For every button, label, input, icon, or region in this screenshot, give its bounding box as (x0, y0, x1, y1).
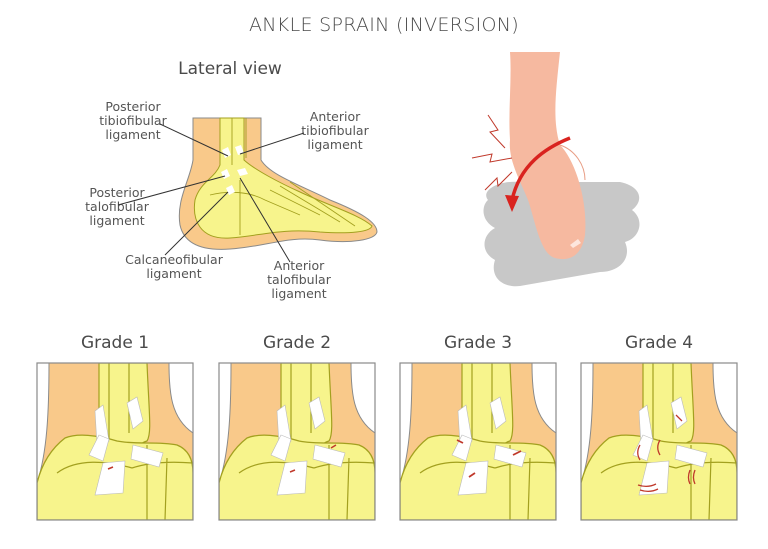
grade-1-panel (37, 363, 193, 520)
page-title: ANKLE SPRAIN (INVERSION) (249, 14, 519, 36)
grade-2-label: Grade 2 (262, 333, 332, 353)
lateral-view-subtitle: Lateral view (178, 59, 282, 79)
grade-3-panel (400, 363, 556, 520)
label-calcaneofibular: Calcaneofibular ligament (125, 252, 223, 281)
lateral-foot-illustration (117, 117, 378, 263)
grade-4-label: Grade 4 (624, 333, 694, 353)
label-posterior-tibiofibular: Posterior tibiofibular ligament (99, 99, 167, 142)
label-anterior-tibiofibular: Anterior tibiofibular ligament (301, 109, 369, 152)
grade-4-panel (581, 363, 737, 520)
grade-3-label: Grade 3 (443, 333, 513, 353)
label-anterior-talofibular: Anterior talofibular ligament (267, 258, 331, 301)
grade-2-panel (219, 363, 375, 520)
label-posterior-talofibular: Posterior talofibular ligament (85, 185, 149, 228)
inverted-foot-illustration (471, 52, 640, 287)
grade-1-label: Grade 1 (80, 333, 150, 353)
